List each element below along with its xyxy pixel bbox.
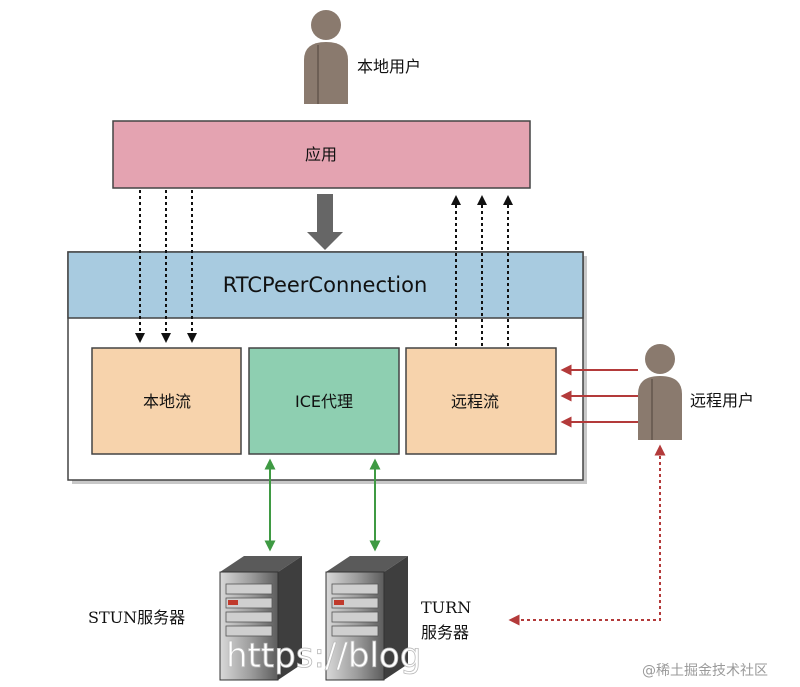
rtc-header-label: RTCPeerConnection (223, 273, 428, 297)
local-stream-box (91, 347, 242, 455)
turn-server-icon (325, 556, 408, 681)
app-to-local-stream-arrows (135, 190, 197, 343)
stun-server-icon (219, 556, 302, 681)
application-label: 应用 (305, 145, 337, 164)
remote-user-icon (638, 344, 682, 440)
remote-stream-box (405, 347, 557, 455)
ice-agent-box (248, 347, 400, 455)
rtc-header (67, 251, 584, 319)
ice-to-server-arrows (264, 458, 381, 552)
remote-stream-to-app-arrows (451, 195, 513, 346)
application-box (112, 120, 531, 189)
remote-user-label: 远程用户 (690, 391, 754, 410)
turn-server-label-line1: TURN (421, 598, 471, 617)
app-to-rtc-arrow (307, 194, 343, 250)
remote-user-to-remote-stream-arrows (560, 364, 638, 428)
turn-server-label-line2: 服务器 (421, 623, 469, 642)
local-user-label: 本地用户 (357, 57, 421, 76)
stun-server-label: STUN服务器 (88, 608, 185, 627)
url-watermark: https://blog (226, 636, 421, 676)
remote-stream-label: 远程流 (451, 392, 499, 411)
remote-user-to-turn-path (508, 444, 666, 626)
ice-agent-label: ICE代理 (295, 392, 353, 411)
local-stream-label: 本地流 (143, 392, 191, 411)
local-user-icon (304, 10, 348, 104)
site-watermark: @稀土掘金技术社区 (642, 663, 768, 679)
